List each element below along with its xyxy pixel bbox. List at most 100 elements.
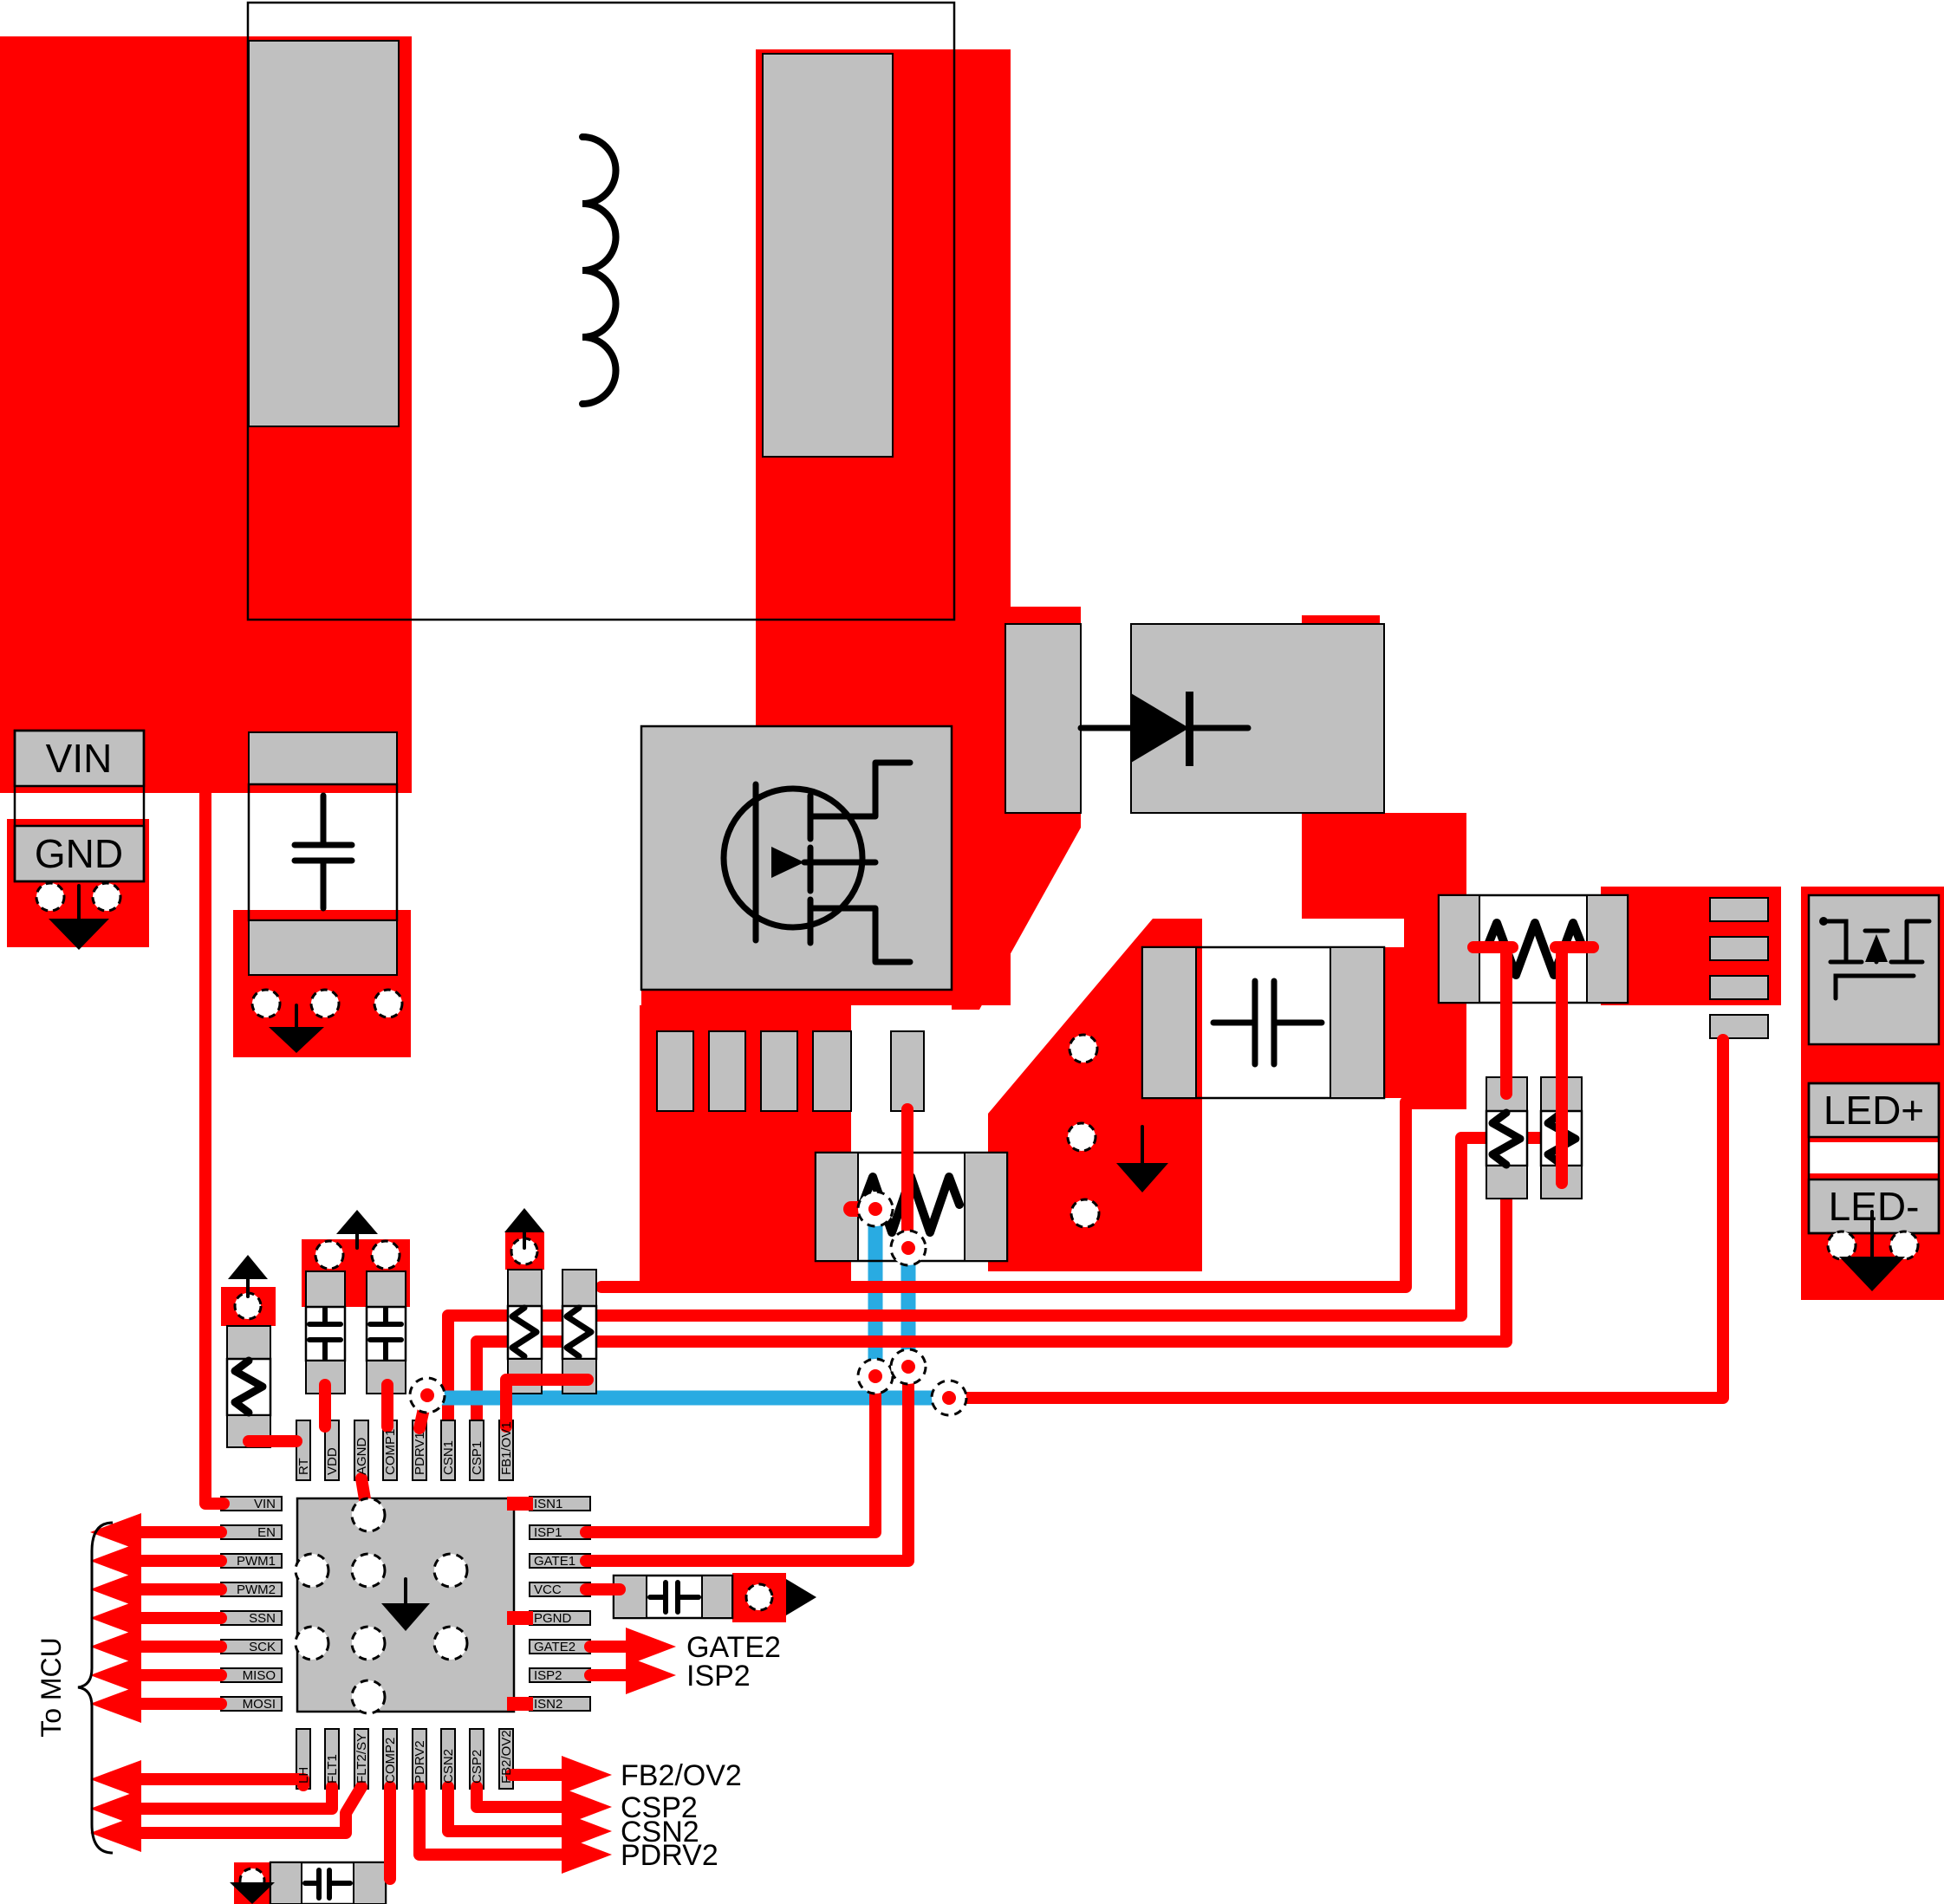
gnd-pad — [13, 824, 146, 883]
trace-pdrv1-to-fet — [946, 1034, 1729, 1404]
diode-anode-pad — [1005, 623, 1082, 814]
output-strip-diode-top — [1302, 615, 1380, 624]
mosfet-body-diode-arrow — [771, 847, 804, 878]
mosfet-body — [640, 725, 953, 991]
trace-vin — [199, 783, 230, 1510]
gate-pad — [890, 1030, 925, 1112]
cap-pad — [613, 1575, 647, 1619]
pin-label-isp1: ISP1 — [534, 1525, 562, 1540]
output-cap-pad-right — [1330, 946, 1385, 1099]
breakout-label-fb2ov2: FB2/OV2 — [621, 1759, 742, 1792]
gnd-symbol-vdd-caps — [336, 1210, 378, 1250]
via — [744, 1582, 774, 1612]
feedback-resistors — [506, 1269, 598, 1394]
trace-gate1 — [580, 1363, 914, 1567]
diode-cathode-pad — [1130, 623, 1385, 814]
arrow-gate2 — [626, 1628, 676, 1666]
small-pad — [708, 1030, 746, 1112]
via — [1070, 1198, 1101, 1229]
capacitor-icon — [307, 1306, 343, 1361]
trace-gate2-isp2 — [584, 1641, 634, 1681]
via — [373, 988, 404, 1019]
vdd-comp1-caps — [304, 1270, 407, 1394]
dimming-fet-symbol-icon — [1819, 917, 1932, 1001]
stub-pgnd — [507, 1611, 533, 1625]
resistor-zigzag-icon — [231, 1356, 267, 1417]
inductor — [246, 1, 956, 621]
res-pad — [226, 1325, 271, 1360]
arrow-pdrv2 — [562, 1836, 612, 1874]
pin-label-gate2: GATE2 — [534, 1640, 575, 1654]
gnd-symbol-vcc-cap — [786, 1579, 816, 1615]
trace-pdrv2 — [413, 1781, 569, 1861]
pin-label-gate1: GATE1 — [534, 1554, 575, 1569]
vcc-capacitor — [612, 1574, 734, 1620]
pin-label-isp2: ISP2 — [534, 1668, 562, 1683]
labels: VIN GND LED+ LED- To MCU VIN EN PWM1 PWM… — [35, 736, 1924, 1872]
via — [309, 988, 341, 1019]
led-plus-label: LED+ — [1824, 1088, 1924, 1133]
cap-pad — [353, 1862, 387, 1904]
resistor-zigzag-icon — [1482, 919, 1588, 979]
capacitor-icon — [367, 1306, 404, 1361]
mcu-arrowheads — [90, 1513, 141, 1852]
dimming-fet-body — [1807, 894, 1941, 1046]
via — [1068, 1033, 1099, 1064]
to-mcu-label: To MCU — [36, 1637, 67, 1738]
arrow-isp2 — [626, 1656, 676, 1694]
inductor-coil-icon — [579, 133, 620, 407]
arrow-csp2 — [562, 1788, 612, 1826]
pin-label-pdrv1: PDRV1 — [413, 1432, 427, 1475]
breakout-label-isp2: ISP2 — [686, 1660, 751, 1693]
gnd-symbol-comp2-cap — [230, 1882, 275, 1904]
ic-pad-vdd — [324, 1420, 340, 1481]
fet-pad — [1709, 936, 1769, 961]
gnd-symbol-input-cap — [269, 1004, 324, 1053]
vias — [35, 881, 1920, 1894]
cap-pad — [366, 1270, 406, 1308]
resistor-zigzag-icon — [563, 1304, 595, 1360]
pin-label-agnd: AGND — [354, 1437, 369, 1475]
gnd-symbol-output — [1116, 1125, 1168, 1192]
breakout-label-pdrv2: PDRV2 — [621, 1839, 718, 1872]
pin-label-fb1ov1: FB1/OV1 — [499, 1421, 514, 1475]
trace-csp2 — [471, 1781, 569, 1813]
rt-resistor — [225, 1325, 272, 1448]
trace-led-sense-taps — [1500, 941, 1568, 1189]
ic-pad-csn1 — [440, 1420, 456, 1481]
ic-pad-csp1 — [469, 1420, 484, 1481]
input-connector-outline — [13, 729, 146, 883]
resistor-zigzag-icon — [509, 1304, 540, 1360]
ic-pin-labels-right: ISN1 ISP1 GATE1 VCC PGND GATE2 ISP2 ISN2 — [534, 1497, 575, 1712]
res-pad — [507, 1269, 543, 1307]
pin-label-sck: SCK — [249, 1640, 276, 1654]
traces — [133, 783, 1729, 1885]
diode-symbol-icon — [1077, 692, 1252, 766]
fet-gate-pad — [1709, 1014, 1769, 1039]
pin-label-miso: MISO — [243, 1668, 276, 1683]
trace-lh — [133, 1773, 309, 1791]
pin-label-mosi: MOSI — [243, 1697, 276, 1712]
output-capacitor — [1141, 946, 1386, 1100]
fet-pad — [1709, 897, 1769, 922]
input-cap-pad-bottom — [248, 920, 398, 976]
pin-label-csp2: CSP2 — [470, 1750, 484, 1784]
breakout-labels: GATE2 ISP2 FB2/OV2 CSP2 CSN2 PDRV2 — [621, 1631, 781, 1872]
pin-label-csp1: CSP1 — [470, 1441, 484, 1475]
pin-label-pwm2: PWM2 — [237, 1582, 276, 1597]
trace-fb-upper — [595, 1096, 1412, 1293]
ic-pad-rt — [296, 1420, 311, 1481]
capacitor-icon — [302, 1868, 353, 1901]
input-cap-pad-top — [248, 731, 398, 785]
pin-label-isn2: ISN2 — [534, 1697, 562, 1712]
trace-csp1 — [471, 1188, 1512, 1433]
input-connector — [13, 729, 146, 883]
trace-flt2sy — [133, 1781, 367, 1839]
capacitor-icon — [1210, 978, 1325, 1068]
source-pour-strip — [641, 990, 1011, 1005]
pin-label-pdrv2: PDRV2 — [413, 1740, 427, 1784]
input-capacitor — [247, 731, 399, 976]
gnd-label: GND — [35, 831, 123, 876]
pin-label-comp1: COMP1 — [383, 1429, 398, 1475]
